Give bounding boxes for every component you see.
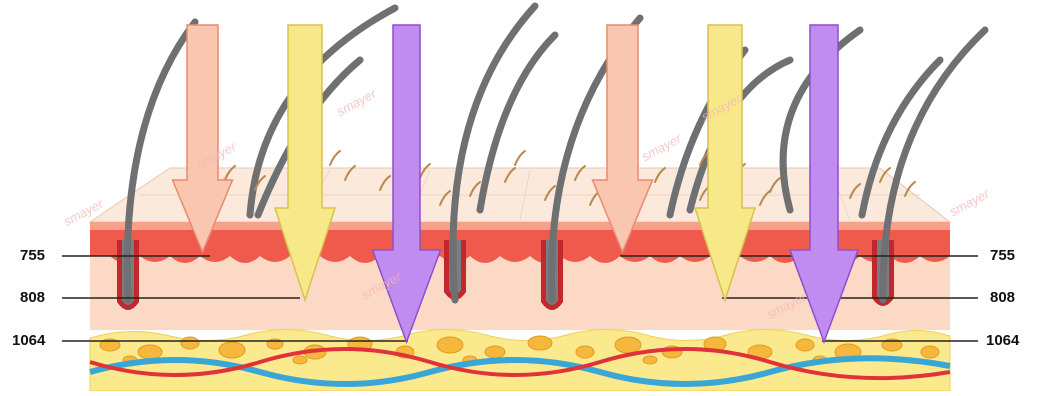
fat-cell [219,342,245,358]
fat-cell [485,346,505,358]
fat-cell [796,339,814,351]
fat-cell [643,356,657,364]
fat-cell [181,337,199,349]
surface-hair [330,151,340,165]
fat-cell [138,345,162,359]
fat-cell [576,346,594,358]
surface-hair [515,151,525,165]
label-left-755: 755 [20,248,45,264]
label-right-1064: 1064 [986,333,1019,349]
label-right-808: 808 [990,290,1015,306]
label-left-808: 808 [20,290,45,306]
label-left-1064: 1064 [12,333,45,349]
label-right-755: 755 [990,248,1015,264]
fat-cell [528,336,552,350]
fat-cell [615,337,641,353]
fat-cell [921,346,939,358]
fat-cell [437,337,463,353]
fat-cell [293,356,307,364]
